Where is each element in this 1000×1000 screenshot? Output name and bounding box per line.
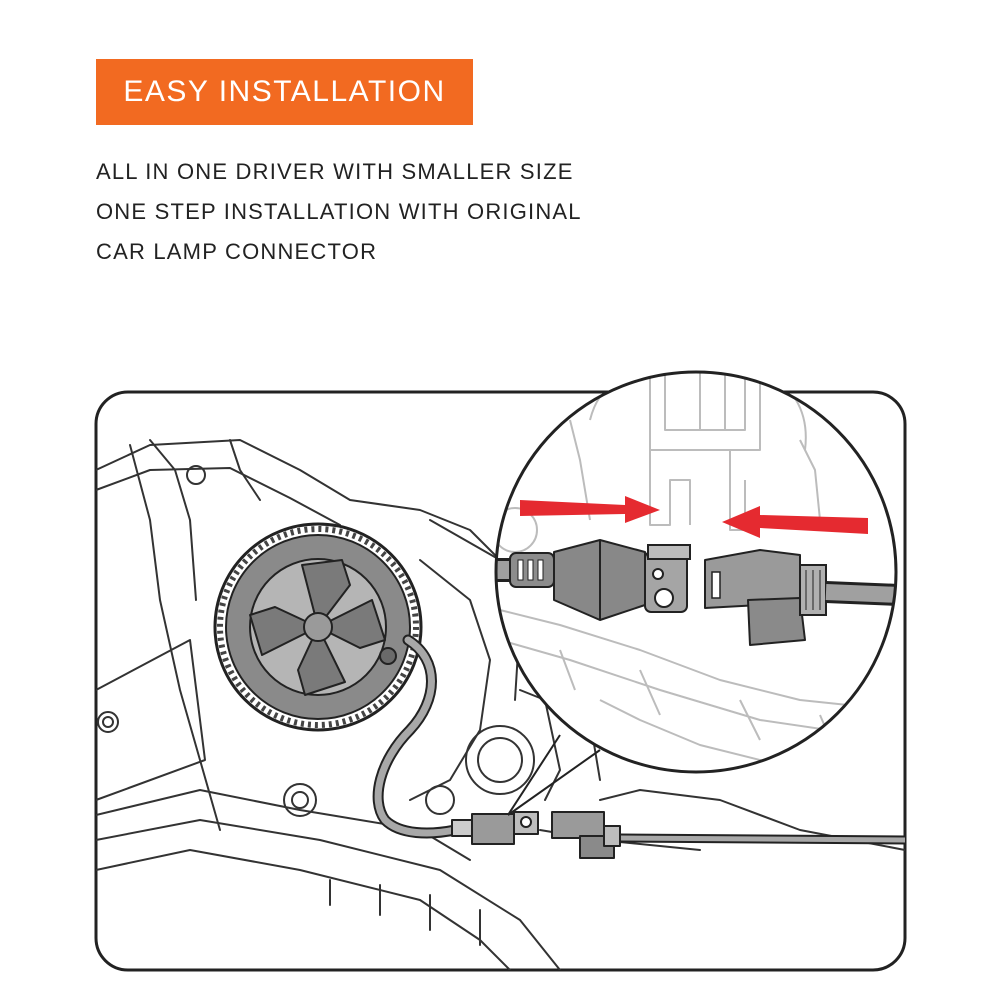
bulb-cable [372, 634, 906, 845]
section-title-badge: EASY INSTALLATION [96, 59, 473, 125]
section-title: EASY INSTALLATION [123, 75, 446, 108]
feature-line-3: CAR LAMP CONNECTOR [96, 239, 378, 264]
feature-line-1: ALL IN ONE DRIVER WITH SMALLER SIZE [96, 159, 574, 184]
magnifier-circle-icon [494, 370, 898, 774]
feature-line-2: ONE STEP INSTALLATION WITH ORIGINAL [96, 199, 582, 224]
arrow-icon [520, 496, 868, 538]
feature-description: ALL IN ONE DRIVER WITH SMALLER SIZE ONE … [96, 152, 582, 272]
led-bulb-icon [213, 522, 423, 732]
connector-plug-icon [451, 811, 621, 859]
callout-pointer [507, 734, 601, 816]
